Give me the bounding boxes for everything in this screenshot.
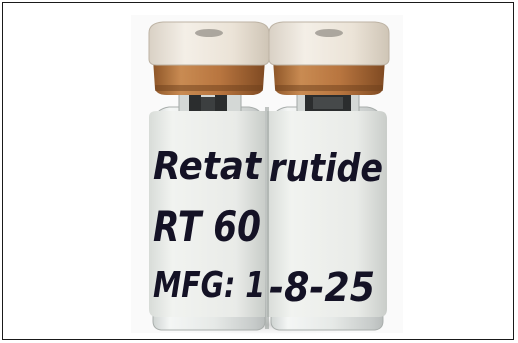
label-line2: RT 60 <box>153 202 261 251</box>
right-vial-crimp-edge <box>275 85 383 91</box>
label-line1-left: Retat <box>153 144 263 188</box>
right-vial-cap-hole <box>315 29 343 37</box>
image-frame: Retat rutide RT 60 MFG: 1 -8-25 <box>2 2 514 340</box>
left-vial-cap-hole <box>195 29 223 37</box>
right-vial-stopper-core <box>313 97 343 109</box>
left-vial-stopper-b <box>215 93 227 115</box>
right-vial-cap <box>268 21 390 66</box>
left-vial-label-paper <box>149 111 265 317</box>
vials-photo: Retat rutide RT 60 MFG: 1 -8-25 <box>127 15 407 337</box>
right-vial <box>267 21 390 331</box>
right-vial-label-paper <box>267 111 387 317</box>
left-vial <box>148 21 270 331</box>
vial-gap <box>265 107 269 329</box>
left-vial-cap <box>148 21 270 66</box>
left-vial-stopper-a <box>189 93 201 115</box>
left-vial-crimp-edge <box>155 85 263 91</box>
handwritten-label: Retat rutide RT 60 MFG: 1 -8-25 <box>153 144 383 311</box>
left-vial-stopper-core <box>201 97 215 113</box>
label-line1-right: rutide <box>269 146 383 190</box>
label-line3-right: -8-25 <box>269 265 375 311</box>
label-line3-left: MFG: 1 <box>153 265 265 306</box>
